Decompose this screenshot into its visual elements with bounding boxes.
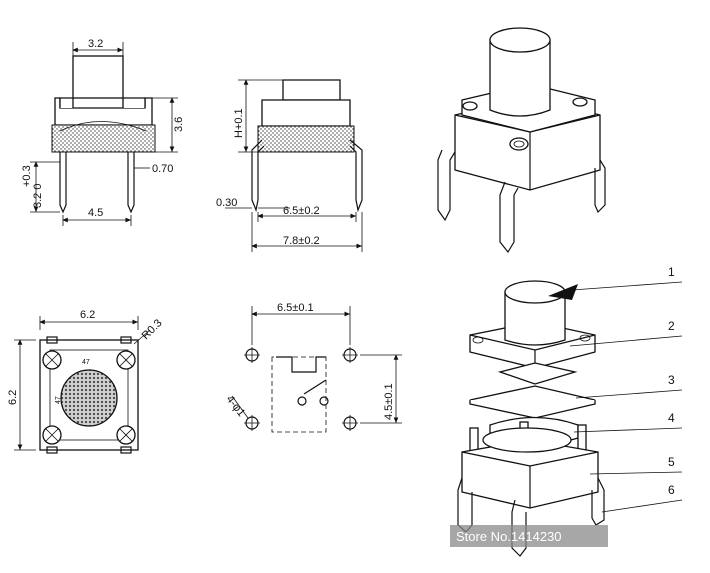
pcb-footprint-view: 6.5±0.1 4.5±0.1 4-φ1 [224,302,402,433]
exploded-view: 1 2 3 4 5 6 [457,265,683,557]
marking-top: 47 [82,359,90,366]
dim-body-height: 6.2 [7,390,19,405]
dim-pin-width: 0.70 [152,163,173,175]
top-view: 6.2 6.2 R0.3 47 47 [7,309,165,454]
watermark: Store No.1414230 [456,529,562,544]
isometric-assembled-view [437,27,606,254]
dim-pin-offset: +0.3 [21,165,33,187]
dim-footprint-spacing: 6.5±0.1 [277,302,314,314]
side-view-bent-legs: H+0.1 0.30 6.5±0.2 7.8±0.2 [216,79,363,252]
callout-2: 2 [668,319,675,333]
dim-hole-diameter: 4-φ1 [224,393,248,419]
dim-outer-span: 7.8±0.2 [283,235,320,247]
dim-body-width: 6.2 [80,309,95,321]
callout-3: 3 [668,373,675,387]
dim-inner-span: 6.5±0.2 [283,205,320,217]
dim-top-width: 3.2 [88,38,103,50]
dim-stem-height: H+0.1 [233,108,245,138]
front-side-view: 3.2 3.6 +0.3 3.2 0 0.70 4.5 [21,38,185,226]
dim-height: 3.6 [173,117,185,132]
callout-5: 5 [668,455,675,469]
dim-pin-pitch-side: 4.5 [88,207,103,219]
callout-1: 1 [668,265,675,279]
dim-pin-thickness: 0.30 [216,197,237,209]
dim-pin-length: 3.2 0 [32,184,44,208]
watermark-background [450,525,608,547]
callout-6: 6 [668,483,675,497]
dim-footprint-vertical: 4.5±0.1 [383,383,395,420]
dim-corner-radius: R0.3 [140,317,165,342]
marking-side: 47 [55,396,62,404]
callout-4: 4 [668,411,675,425]
